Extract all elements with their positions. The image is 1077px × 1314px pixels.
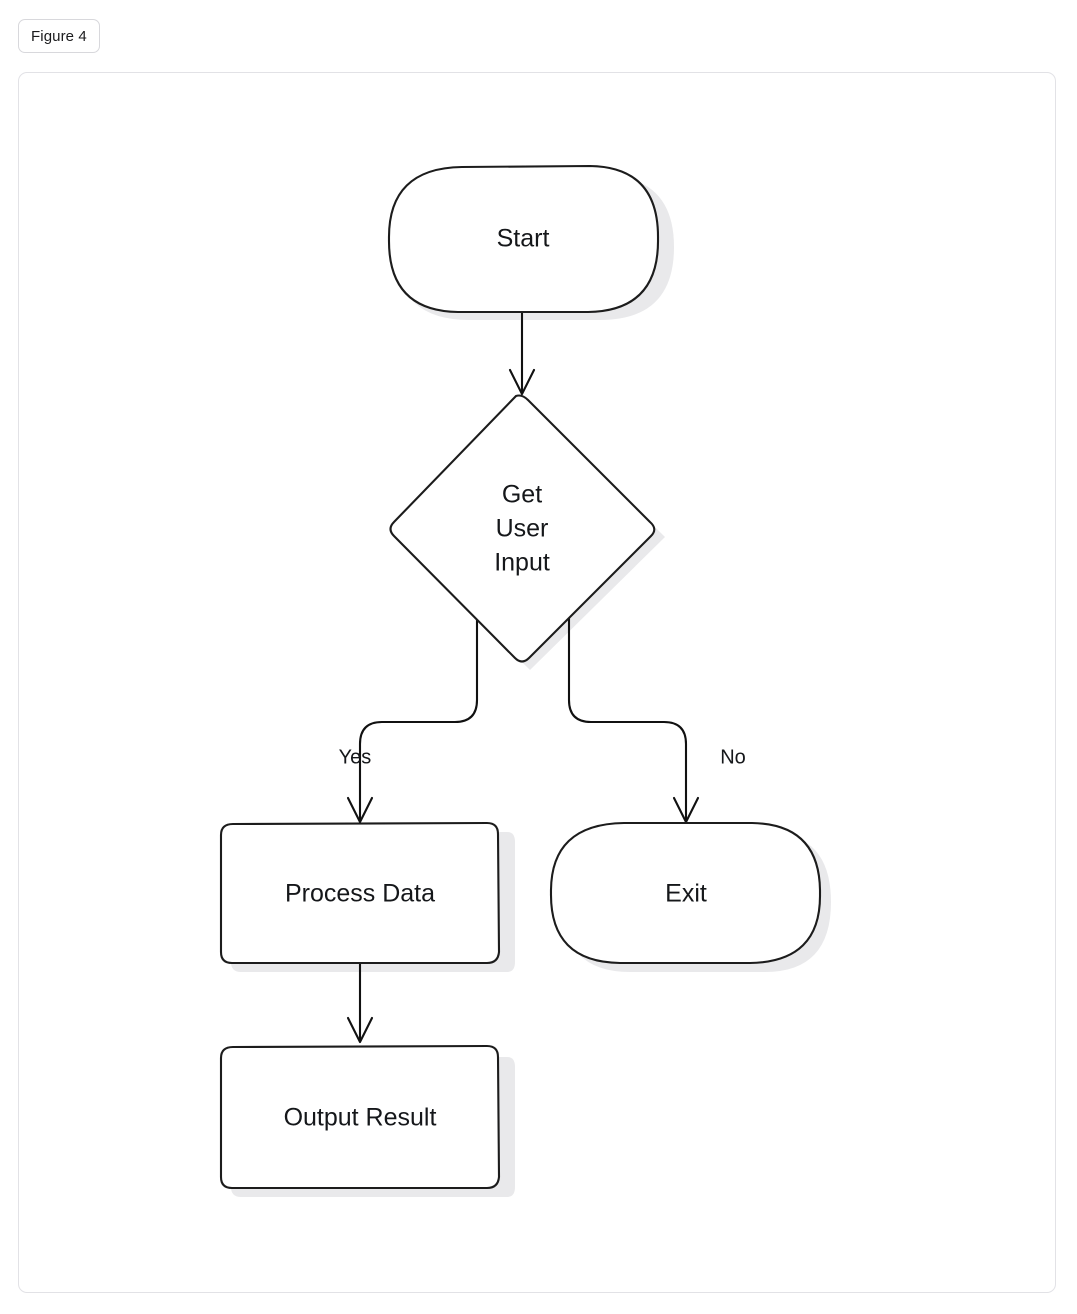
output-node-label: Output Result <box>284 1104 437 1132</box>
node-process-data[interactable]: Process Data <box>219 821 501 965</box>
process-node-outline <box>219 821 501 965</box>
figure-badge: Figure 4 <box>18 19 100 53</box>
exit-node-label: Exit <box>665 880 707 908</box>
node-exit[interactable]: Exit <box>549 821 822 965</box>
flowchart-nodes: Start Get User Input Process Data Exit O… <box>219 164 822 1190</box>
start-node-label: Start <box>497 225 550 253</box>
node-get-user-input[interactable]: Get User Input <box>389 394 656 663</box>
decision-node-label-line1: Get <box>502 481 542 509</box>
output-node-outline <box>219 1044 501 1190</box>
start-node-outline <box>387 164 660 314</box>
decision-node-label-line2: User <box>496 515 549 543</box>
process-node-label: Process Data <box>285 880 435 908</box>
decision-node-outline <box>389 394 656 663</box>
node-start[interactable]: Start <box>387 164 660 314</box>
node-output-result[interactable]: Output Result <box>219 1044 501 1190</box>
figure-badge-label: Figure 4 <box>31 27 87 45</box>
decision-node-label-line3: Input <box>494 549 550 577</box>
exit-node-outline <box>549 821 822 965</box>
